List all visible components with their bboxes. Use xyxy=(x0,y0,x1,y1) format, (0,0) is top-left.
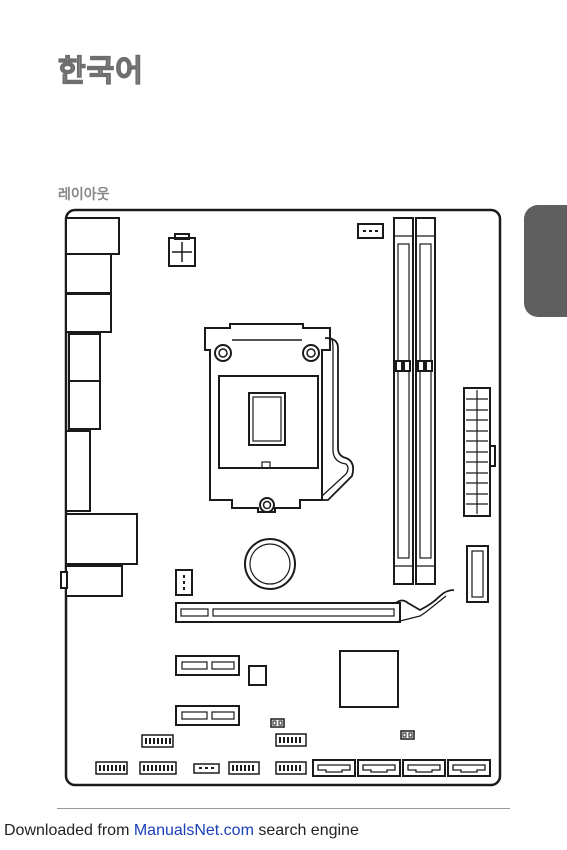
footer-prefix: Downloaded from xyxy=(4,822,134,839)
io-vga-port xyxy=(69,334,100,381)
cpu-socket xyxy=(205,324,330,512)
sata-port-3 xyxy=(403,760,445,776)
footer-text: Downloaded from ManualsNet.com search en… xyxy=(4,822,359,840)
io-hdmi-port xyxy=(66,431,90,511)
usb3-header xyxy=(467,546,488,602)
io-audio-port xyxy=(66,566,122,596)
cpu-socket-lever xyxy=(322,338,353,500)
footer-suffix: search engine xyxy=(254,822,359,839)
chipset xyxy=(340,651,398,707)
atx-power-connector xyxy=(464,388,495,516)
pcie-x16-slot xyxy=(176,590,454,622)
header-parallel xyxy=(140,762,176,774)
io-usb-port-2 xyxy=(66,294,111,332)
header-row-bottom xyxy=(96,762,306,774)
jumper-2 xyxy=(401,731,414,739)
pcie-x1-slot-2 xyxy=(176,706,239,725)
cpu-fan-header xyxy=(358,224,383,238)
footer-divider xyxy=(57,808,510,809)
io-usb-port-1 xyxy=(66,254,111,293)
small-chip xyxy=(249,666,266,685)
io-ps2-port xyxy=(66,218,119,254)
io-dvi-port xyxy=(69,381,100,429)
dimm-slots xyxy=(394,218,435,584)
dimm-slot-1 xyxy=(394,218,413,584)
pcie-x1-slot-1 xyxy=(176,656,239,675)
cpu-power-connector xyxy=(169,234,195,266)
sata-connectors xyxy=(313,760,490,776)
io-lan-usb-port xyxy=(66,514,137,564)
footer-link[interactable]: ManualsNet.com xyxy=(134,822,254,839)
sata-port-2 xyxy=(358,760,400,776)
io-audio-jack-tab xyxy=(61,572,67,588)
jumper-1 xyxy=(271,719,284,727)
rear-io-panel xyxy=(61,218,137,596)
cmos-battery xyxy=(245,539,295,589)
dimm-slot-2 xyxy=(416,218,435,584)
header-row-upper xyxy=(142,734,306,747)
sata-port-1 xyxy=(313,760,355,776)
system-fan-header xyxy=(176,570,192,595)
sata-port-4 xyxy=(448,760,490,776)
